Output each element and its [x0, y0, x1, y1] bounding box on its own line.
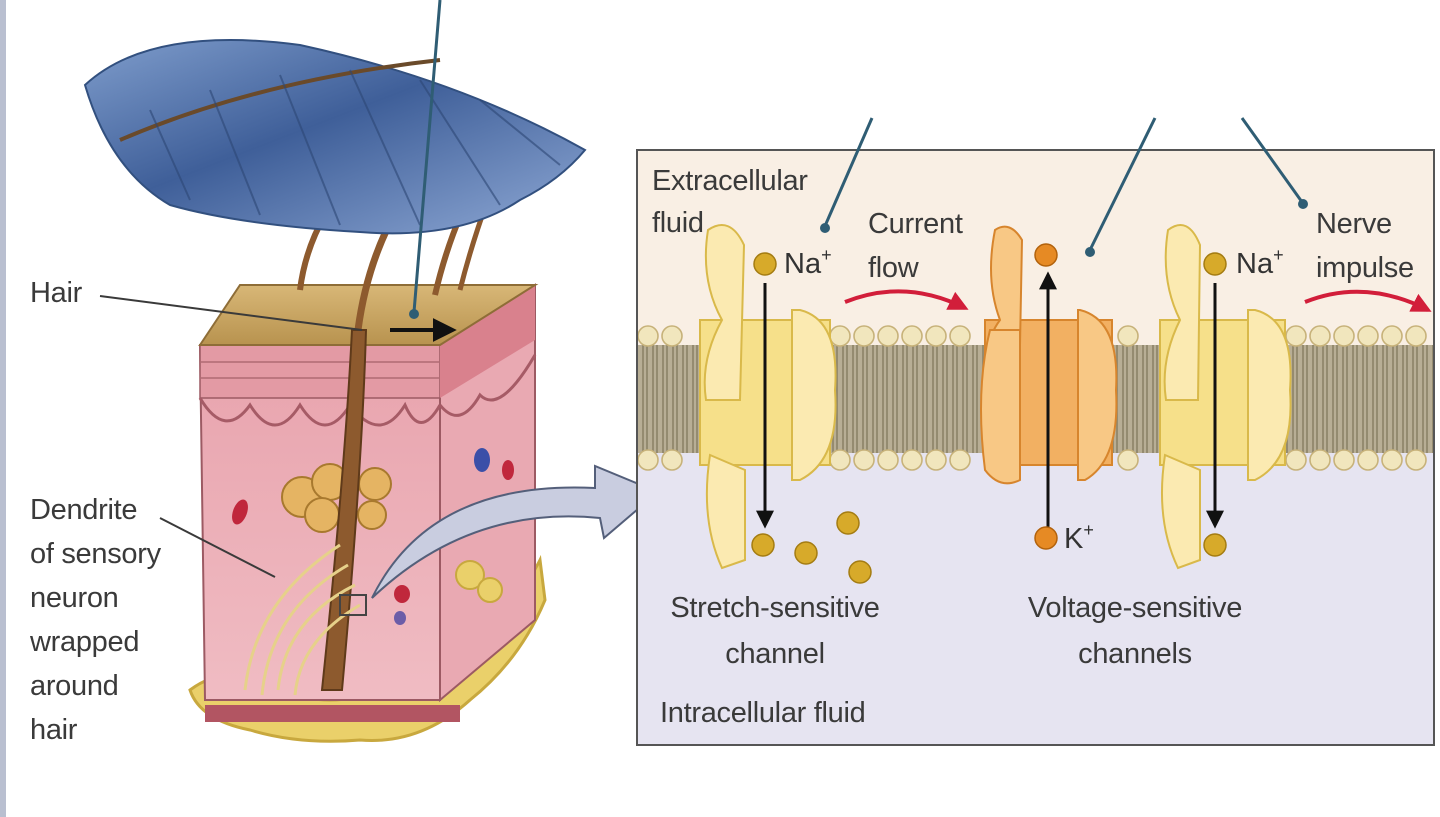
current-flow-label: Current flow: [868, 202, 963, 290]
k-ions: [1034, 243, 1058, 550]
dendrite-leader-line: [159, 517, 276, 578]
zoom-box: [339, 594, 367, 616]
current-flow-line-1: Current: [868, 208, 963, 240]
phospholipid-head: [829, 325, 851, 347]
phospholipid-head: [1357, 325, 1379, 347]
k-ion-label: K+: [1064, 520, 1094, 556]
dendrite-label: Dendrite of sensory neuron wrapped aroun…: [30, 488, 161, 752]
na-symbol: Na: [1236, 248, 1274, 280]
nerve-impulse-line-2: impulse: [1316, 252, 1414, 284]
phospholipid-heads-outer: [637, 325, 1427, 347]
phospholipid-head: [1309, 449, 1331, 471]
voltage-line-2: channels: [1078, 638, 1192, 670]
hair-label: Hair: [30, 277, 82, 309]
top-leader-line: [412, 0, 442, 313]
phospholipid-head: [901, 449, 923, 471]
phospholipid-heads-inner: [637, 449, 1427, 471]
phospholipid-head: [853, 449, 875, 471]
current-flow-line-2: flow: [868, 252, 919, 284]
phospholipid-head: [1333, 449, 1355, 471]
na-ions: [751, 252, 1227, 584]
extracellular-fluid-label: Extracellular fluid: [652, 160, 808, 244]
left-border-rule: [0, 0, 6, 817]
dendrite-label-line-5: around: [30, 670, 119, 702]
dendrite-label-line-6: hair: [30, 714, 78, 746]
nerve-impulse-line-1: Nerve: [1316, 208, 1392, 240]
phospholipid-head: [661, 325, 683, 347]
na-charge: +: [1273, 245, 1284, 265]
extracellular-line-2: fluid: [652, 207, 704, 239]
dendrite-label-line-1: Dendrite: [30, 494, 138, 526]
nerve-impulse-arrow: [1304, 289, 1432, 312]
dendrite-label-line-3: neuron: [30, 582, 119, 614]
hair-leader-line: [99, 295, 363, 331]
na-charge: +: [821, 245, 832, 265]
phospholipid-head: [949, 325, 971, 347]
phospholipid-head: [1333, 325, 1355, 347]
phospholipid-head: [829, 449, 851, 471]
stretch-sensitive-channel-label: Stretch-sensitive channel: [660, 585, 890, 677]
na-ion-label-1: Na+: [784, 245, 832, 281]
k-charge: +: [1083, 520, 1094, 540]
k-symbol: K: [1064, 523, 1084, 555]
voltage-line-1: Voltage-sensitive: [1027, 592, 1243, 624]
phospholipid-head: [661, 449, 683, 471]
na-symbol: Na: [784, 248, 822, 280]
phospholipid-head: [1381, 449, 1403, 471]
feather: [83, 39, 587, 235]
phospholipid-head: [877, 325, 899, 347]
voltage-sensitive-channels-label: Voltage-sensitive channels: [1015, 585, 1255, 677]
stretch-sensitive-channel: [699, 224, 837, 570]
phospholipid-head: [925, 325, 947, 347]
nerve-impulse-label: Nerve impulse: [1316, 202, 1414, 290]
phospholipid-head: [877, 449, 899, 471]
phospholipid-head: [1381, 325, 1403, 347]
phospholipid-head: [901, 325, 923, 347]
phospholipid-head: [1285, 449, 1307, 471]
phospholipid-head: [1405, 449, 1427, 471]
phospholipid-head: [1405, 325, 1427, 347]
stretch-line-1: Stretch-sensitive: [670, 592, 880, 624]
phospholipid-head: [1309, 325, 1331, 347]
phospholipid-head: [1117, 449, 1139, 471]
phospholipid-head: [1285, 325, 1307, 347]
phospholipid-head: [637, 325, 659, 347]
skin-illustration: [83, 39, 587, 743]
phospholipid-head: [949, 449, 971, 471]
dendrite-label-line-2: of sensory: [30, 538, 161, 570]
phospholipid-head: [1357, 449, 1379, 471]
phospholipid-head: [925, 449, 947, 471]
extracellular-line-1: Extracellular: [652, 165, 808, 197]
dendrite-label-line-4: wrapped: [30, 626, 140, 658]
phospholipid-head: [853, 325, 875, 347]
phospholipid-head: [637, 449, 659, 471]
intracellular-fluid-label: Intracellular fluid: [660, 697, 866, 729]
phospholipid-head: [1117, 325, 1139, 347]
current-flow-arrow: [844, 289, 969, 310]
stretch-line-2: channel: [725, 638, 825, 670]
voltage-sensitive-channel-na: [1159, 224, 1292, 570]
na-ion-label-2: Na+: [1236, 245, 1284, 281]
